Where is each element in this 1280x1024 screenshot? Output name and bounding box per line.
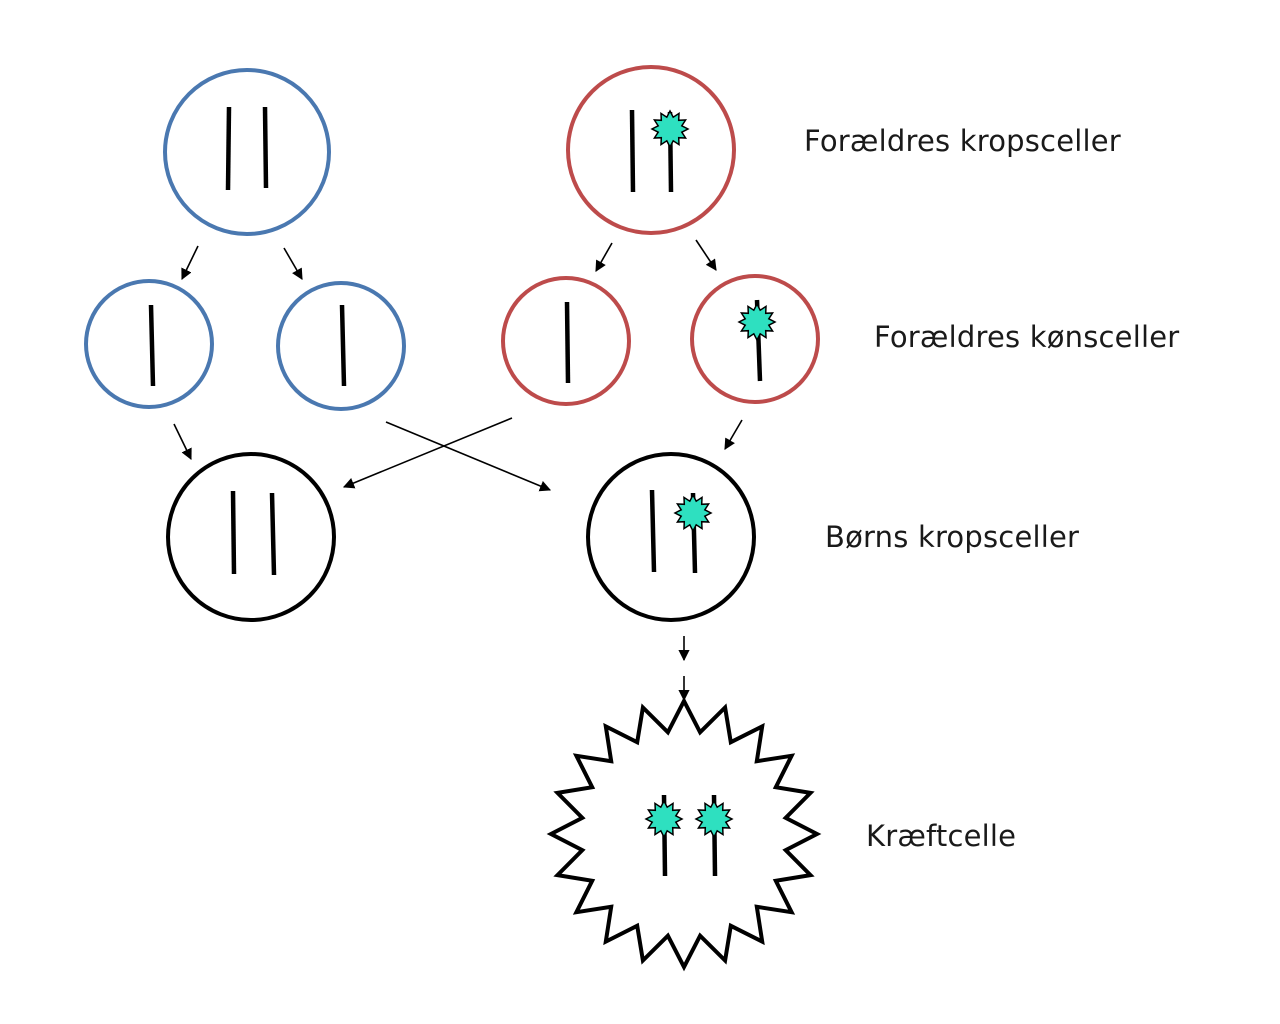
arrow [181, 245, 199, 281]
parent-b-sex-cell-1 [501, 276, 631, 406]
chromosome [339, 304, 347, 387]
chromosome [262, 106, 269, 189]
arrow [173, 423, 192, 461]
label-parent-sex-cells: Forældres kønsceller [874, 320, 1180, 354]
label-parent-body-cells: Forældres kropsceller [804, 124, 1121, 158]
mutation-icon [644, 799, 684, 839]
label-cancer-cell: Kræftcelle [866, 819, 1017, 853]
child-body-cell-2 [586, 452, 756, 622]
chromosome [225, 106, 232, 191]
arrow [385, 421, 552, 492]
mutation-icon [737, 302, 777, 342]
arrow [283, 247, 303, 280]
arrow [695, 239, 717, 271]
parent-a-sex-cell-1 [84, 279, 214, 409]
chromosome [269, 492, 277, 576]
parent-b-sex-cell-2 [690, 274, 820, 404]
mutation-icon [673, 493, 713, 533]
parent-a-sex-cell-2 [276, 281, 406, 411]
chromosome [629, 109, 636, 193]
cancer-cell [546, 696, 822, 972]
chromosome [564, 301, 571, 384]
parent-b-body-cell [566, 65, 736, 235]
arrow [724, 419, 743, 450]
arrow [342, 417, 513, 489]
chromosome [148, 304, 156, 387]
child-body-cell-1 [166, 452, 336, 622]
chromosome [649, 489, 657, 573]
arrow [595, 242, 613, 272]
label-child-body-cells: Børns kropsceller [825, 520, 1080, 554]
cancer-cell-outline [546, 696, 822, 972]
parent-a-body-cell [163, 68, 331, 236]
mutation-icon [650, 109, 690, 149]
chromosome [230, 490, 237, 575]
mutation-icon [694, 799, 734, 839]
